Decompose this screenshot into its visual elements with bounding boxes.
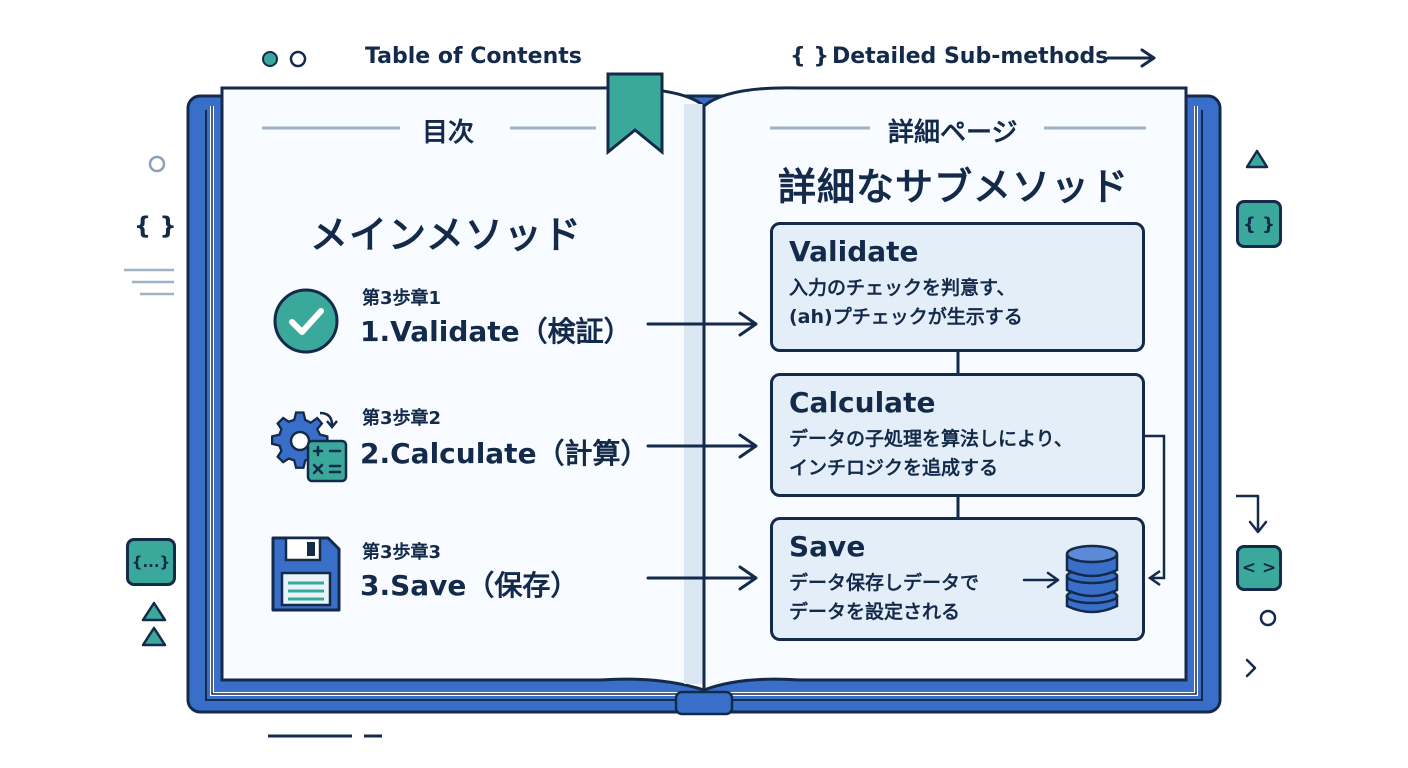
chevron-right-icon bbox=[1245, 658, 1257, 678]
chapter-label: 第3歩章3 bbox=[362, 542, 442, 563]
page-edges-right bbox=[708, 110, 1203, 701]
arrow-save bbox=[646, 565, 758, 591]
card-line: データを設定される bbox=[789, 601, 961, 623]
table-of-contents-label: Table of Contents bbox=[365, 44, 582, 69]
page-edges-left bbox=[205, 110, 700, 701]
left-brace-box-icon: {...} bbox=[126, 538, 176, 586]
card-title: Save bbox=[789, 530, 866, 563]
dots-icon bbox=[262, 50, 307, 68]
toc-section-label: 目次 bbox=[422, 118, 475, 148]
arrow-validate bbox=[646, 311, 758, 337]
card-line: データの子処理を算法しにより、 bbox=[789, 428, 1073, 450]
small-arrow-icon bbox=[1022, 571, 1060, 589]
detailed-sub-methods-label: Detailed Sub-methods bbox=[832, 44, 1109, 69]
method-label: 1.Validate（検証） bbox=[360, 315, 632, 348]
brace-box-text: { } bbox=[1243, 213, 1275, 235]
method-label: 3.Save（保存） bbox=[360, 569, 579, 602]
brace-box-text: {...} bbox=[131, 553, 171, 571]
card-title: Calculate bbox=[789, 386, 936, 419]
check-icon bbox=[273, 288, 339, 354]
braces-label: { } bbox=[790, 44, 829, 69]
card-line: インチロジクを追成する bbox=[789, 457, 999, 479]
triangle-icons bbox=[141, 601, 167, 647]
card-title: Validate bbox=[789, 235, 919, 268]
arrow-right-icon bbox=[1106, 48, 1156, 68]
chapter-label: 第3歩章1 bbox=[362, 288, 442, 309]
chapter-label: 第3歩章2 bbox=[362, 408, 442, 429]
detail-section-label: 詳細ページ bbox=[888, 118, 1018, 148]
triangle-icon bbox=[1245, 149, 1269, 169]
card-calculate[interactable]: Calculate データの子処理を算法しにより、 インチロジクを追成する bbox=[770, 373, 1145, 497]
code-box-text: < > bbox=[1241, 558, 1277, 578]
detailed-sub-methods-title: 詳細なサブメソッド bbox=[778, 165, 1130, 209]
card-line: データ保存しデータで bbox=[789, 572, 980, 594]
database-icon bbox=[1065, 544, 1119, 614]
left-braces-icon: { } bbox=[134, 212, 177, 240]
gear-calculator-icon bbox=[271, 411, 348, 483]
method-label: 2.Calculate（計算） bbox=[360, 437, 649, 470]
circle-decoration-icon bbox=[148, 155, 166, 173]
code-box-icon: < > bbox=[1236, 545, 1282, 591]
arrow-calculate bbox=[646, 433, 758, 459]
card-line: (ah)プチェックが生示する bbox=[789, 306, 1023, 328]
circle-decoration-icon bbox=[1259, 609, 1277, 627]
bookmark-ribbon bbox=[606, 72, 664, 156]
main-methods-title: メインメソッド bbox=[310, 213, 582, 257]
card-line: 入力のチェックを判意す、 bbox=[789, 277, 1016, 299]
card-validate[interactable]: Validate 入力のチェックを判意す、 (ah)プチェックが生示する bbox=[770, 222, 1145, 352]
floppy-disk-icon bbox=[271, 536, 341, 612]
right-brace-box-icon: { } bbox=[1236, 200, 1282, 248]
arrow-down-icon bbox=[1236, 494, 1268, 534]
